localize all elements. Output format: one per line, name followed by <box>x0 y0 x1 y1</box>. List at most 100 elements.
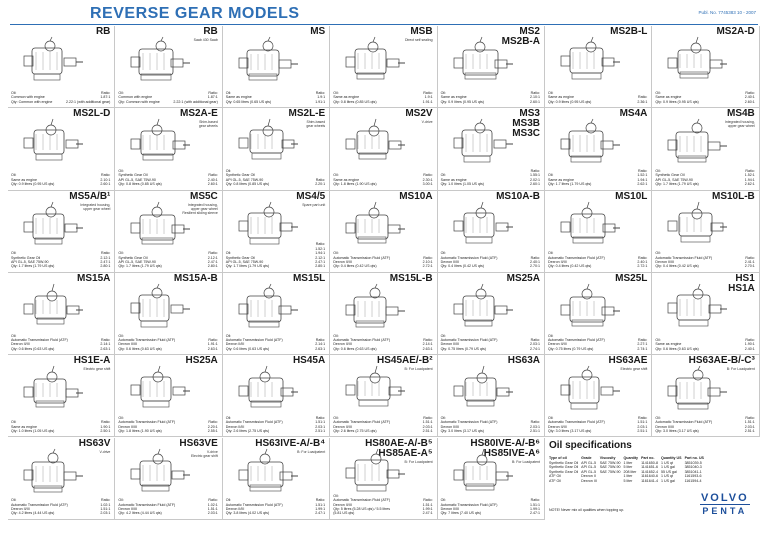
table-cell: ATF Oil <box>549 478 561 483</box>
gearbox-cell: MS15L Oil: Automatic Transmission Fluid (… <box>222 272 331 356</box>
ratio-info: Ratio: 1.9:1 1.91:1 <box>422 91 433 104</box>
oil-info: Oil: Automatic Transmission Fluid (ATF) … <box>118 415 176 434</box>
title-bar: REVERSE GEAR MODELS Publ. No. 7745383 10… <box>10 4 758 25</box>
gearbox-note: Electric gear shift <box>620 367 648 372</box>
ratio-info: Ratio: 1.87:1 2.22:1 (with additional ge… <box>173 91 218 104</box>
ratio-info: Ratio: 2.40:1 2.60:1 <box>744 91 755 104</box>
gearbox-model-name: HS80AE-A/-B⁵ HS85AE-A⁵ <box>365 437 433 459</box>
ratio-info: Ratio: 1.90:1 2.40:1 <box>744 337 755 351</box>
gearbox-illustration <box>131 283 191 328</box>
gearbox-model-name: MS15L-B <box>389 272 433 284</box>
oil-info: Oil: Synthetic Gear Oil API GL-5, SAE 75… <box>655 168 699 187</box>
gearbox-illustration <box>345 119 406 160</box>
ratio-info: Ratio: 1.52:1 1.94:1 2.62:1 <box>744 168 755 187</box>
ratio-info: Ratio: 2.27:1 2.74:1 <box>637 337 648 351</box>
gearbox-illustration <box>668 36 728 79</box>
ratio-info: Ratio: 2.10:1 2.72:1 <box>422 255 433 269</box>
gearbox-model-name: MS15L <box>292 272 326 284</box>
oil-info: Oil: Automatic Transmission Fluid (ATF) … <box>440 251 498 269</box>
gearbox-model-name: MS2A-D <box>716 26 755 37</box>
table-cell: 3851041-1 <box>684 469 702 474</box>
gearbox-model-name: MS15A <box>77 272 111 284</box>
table-cell: Synthetic Gear Oil <box>549 465 579 469</box>
ratio-info: Ratio: 2.40:1 2.70:1 <box>529 255 540 269</box>
table-cell: Synthetic Gear Oil <box>549 460 579 465</box>
oil-info: Oil: Same as engine Qty: 0.6 litres (0.6… <box>655 337 699 351</box>
ratio-info: Ratio: 2.20:1 <box>315 177 326 187</box>
gearbox-model-name: MS4B <box>726 108 755 120</box>
oil-info: Oil: Automatic Transmission Fluid (ATF) … <box>118 498 176 516</box>
oil-info: Oil: Automatic Transmission Fluid (ATF) … <box>333 415 391 434</box>
ratio-info: Ratio: 1.51:1 1.99:1 2.47:1 <box>315 498 326 516</box>
table-cell: 1141652-4 <box>641 469 658 474</box>
gearbox-model-name: HS1E-A <box>73 355 111 367</box>
ratio-info: Ratio: 2.30:1 3.00:1 <box>422 173 433 187</box>
oil-info: Oil: Automatic Transmission Fluid (ATF) … <box>548 251 605 269</box>
gearbox-illustration <box>131 201 191 244</box>
table-cell: 1 US qt <box>660 460 673 465</box>
gearbox-model-name: MSB <box>410 26 433 37</box>
gearbox-model-name: HS63AE <box>608 355 648 367</box>
gearbox-model-name: HS25A <box>185 355 218 367</box>
ratio-info: Ratio: 1.52:1 1.94:1 2.12:1 2.47:1 2.80:… <box>315 242 326 269</box>
gearbox-note: V-drive Electric gear shift <box>190 449 218 458</box>
table-cell: 3851039-5 <box>684 460 702 465</box>
publication-number: Publ. No. 7745383 10 - 2007 <box>698 10 756 15</box>
gearbox-model-name: RB <box>95 26 111 37</box>
ratio-info: Ratio: 1.02:1 1.51:1 2.03:1 <box>207 498 218 516</box>
oil-info: Oil: Automatic Transmission Fluid (ATF) … <box>225 333 283 351</box>
gearbox-model-name: MS4/5 <box>296 190 326 202</box>
ratio-info: Ratio: 2.03:1 2.51:1 <box>529 420 540 434</box>
table-cell <box>600 479 624 484</box>
gearbox-model-name: MS10L <box>615 190 648 202</box>
gearbox-illustration <box>345 283 406 328</box>
table-cell: 3851040-3 <box>684 465 702 469</box>
gearbox-illustration <box>238 201 298 244</box>
gearbox-cell: MS10L Oil: Automatic Transmission Fluid (… <box>545 190 653 273</box>
table-cell: 1161593-6 <box>684 474 702 478</box>
gearbox-model-name: MS2B-L <box>610 26 648 37</box>
table-cell: 1 US gal <box>660 478 675 483</box>
gearbox-model-name: HS63A <box>507 355 540 367</box>
oil-info: Oil: Automatic Transmission Fluid (ATF) … <box>11 498 68 516</box>
ratio-info: Ratio: 1.51:1 2.03:1 2.51:1 <box>637 415 648 434</box>
oil-info: Oil: Same as engine Qty: 0.9 litres (0.9… <box>440 91 484 104</box>
gearbox-note: Shim-based gear wheels <box>198 120 218 129</box>
gearbox-model-name: HS63V <box>78 437 111 449</box>
gearbox-model-name: MS25L <box>615 272 648 284</box>
gearbox-model-name: HS63VE <box>179 437 218 449</box>
ratio-info: Ratio: 1.55:1 2.02:1 2.60:1 <box>529 168 540 187</box>
oil-specifications-heading: Oil specifications <box>549 439 632 451</box>
gearbox-model-name: MS25A <box>506 272 540 284</box>
column-header: Part no. <box>641 455 655 460</box>
oil-info: Oil: Automatic Transmission Fluid (ATF) … <box>548 333 605 351</box>
ratio-info: Ratio: 2.41:1 2.70:1 <box>744 255 755 269</box>
gearbox-note: Direct self sealing <box>404 38 433 42</box>
oil-info: Oil: Automatic Transmission Fluid (ATF) … <box>11 333 68 351</box>
gearbox-illustration <box>345 36 406 80</box>
gearbox-note: B: For Loadpatent <box>404 367 433 372</box>
gearbox-note: B: For Loadpatent <box>404 459 433 464</box>
oil-info: Oil: Automatic Transmission Fluid (ATF) … <box>225 498 283 516</box>
table-cell: 1161641-4 <box>641 478 658 483</box>
gearbox-model-name: MS2A-E <box>179 108 218 120</box>
